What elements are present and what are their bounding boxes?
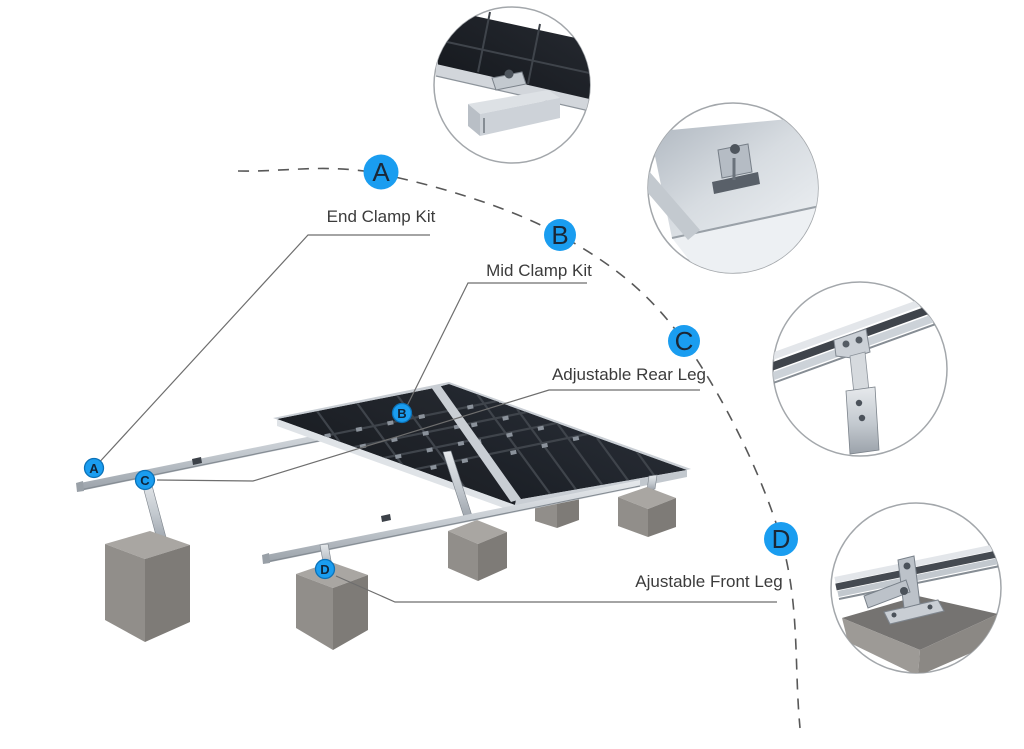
- panel-gap-divider: [431, 385, 521, 502]
- concrete-block-left: [105, 531, 190, 642]
- rail-end-cap: [76, 481, 84, 492]
- leader-end-clamp: [94, 234, 430, 468]
- svg-text:C: C: [140, 473, 150, 488]
- label-end-clamp-kit: End Clamp Kit: [327, 207, 436, 226]
- svg-text:D: D: [772, 524, 791, 554]
- solar-array-model: [76, 382, 691, 650]
- leader-mid-clamp: [403, 282, 587, 413]
- svg-text:C: C: [675, 326, 694, 356]
- label-ajustable-front-leg: Ajustable Front Leg: [635, 572, 782, 591]
- svg-text:B: B: [551, 220, 568, 250]
- detail-circle-front-leg: [830, 502, 1002, 674]
- dashed-arc: [237, 167, 801, 729]
- front-leg-concrete: [842, 596, 998, 673]
- leader-rear-leg: [156, 389, 700, 482]
- svg-text:B: B: [397, 406, 406, 421]
- marker-b: B: [391, 402, 413, 424]
- front-leg-right: [646, 474, 658, 491]
- rail-end-cap: [262, 553, 270, 564]
- marker-d: D: [314, 558, 336, 580]
- detail-circle-rear-leg: [772, 281, 948, 457]
- callout-badge-a: A: [363, 154, 399, 190]
- marker-c: C: [134, 469, 156, 491]
- leader-front-leg: [335, 575, 777, 603]
- marker-a: A: [83, 457, 105, 479]
- callout-badge-c: C: [668, 325, 700, 357]
- callout-badge-d: D: [764, 522, 798, 556]
- svg-text:D: D: [320, 562, 329, 577]
- detail-circle-end-clamp: [433, 6, 591, 164]
- concrete-block-front-middle: [448, 520, 507, 581]
- callout-badge-b: B: [544, 219, 576, 251]
- end-clamp-part: [468, 69, 560, 136]
- mid-clamp-part: [712, 143, 760, 194]
- front-leg-rail: [834, 543, 1001, 600]
- svg-text:A: A: [89, 461, 99, 476]
- label-adjustable-rear-leg: Adjustable Rear Leg: [552, 365, 706, 384]
- svg-text:A: A: [372, 157, 390, 187]
- concrete-block-front-right: [618, 487, 676, 537]
- rail-clamp-nub: [381, 514, 391, 522]
- label-mid-clamp-kit: Mid Clamp Kit: [486, 261, 592, 280]
- front-leg-part: [863, 555, 945, 625]
- rear-leg-part: [833, 328, 880, 455]
- detail-circle-mid-clamp: [647, 102, 819, 274]
- rail-clamp-nub: [192, 457, 202, 465]
